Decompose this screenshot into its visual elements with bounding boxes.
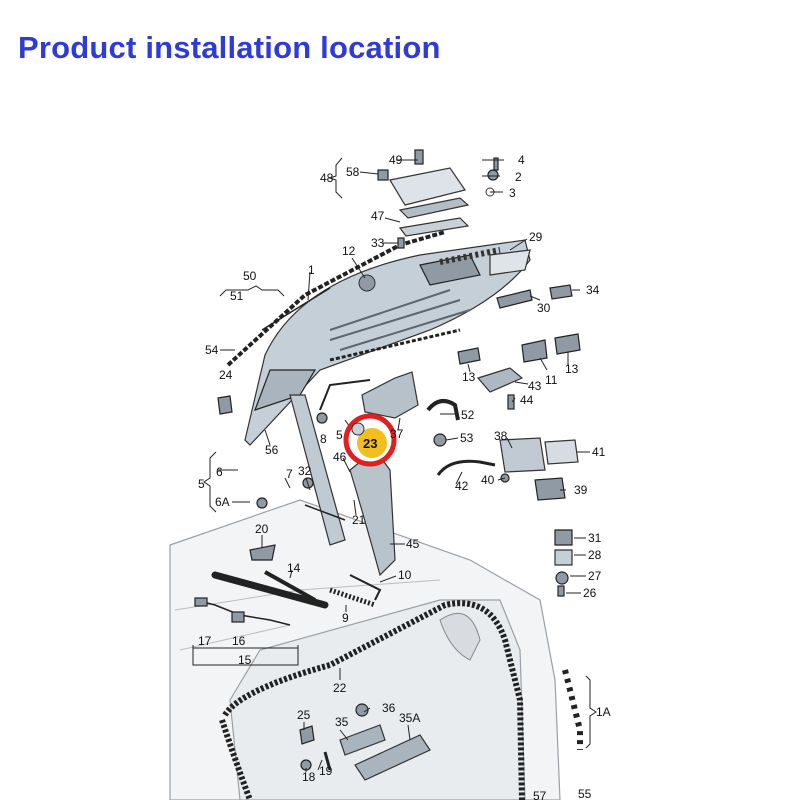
part-label: 36: [382, 701, 396, 715]
part-label: 2: [515, 170, 522, 184]
part-label: 1: [308, 263, 315, 277]
part-label: 38: [494, 429, 508, 443]
part-label: 35: [335, 715, 349, 729]
part-label: 13: [565, 362, 579, 376]
part-label: 53: [460, 431, 474, 445]
part-label: 50: [243, 269, 257, 283]
part-label: 16: [232, 634, 246, 648]
part-label: 35A: [399, 711, 420, 725]
part-label: 25: [297, 708, 311, 722]
part-label: 30: [537, 301, 551, 315]
trunk-lid: [226, 230, 531, 446]
part-label: 58: [346, 165, 360, 179]
part-label: 32: [298, 464, 312, 478]
part-label: 9: [342, 611, 349, 625]
part-label: 33: [371, 236, 385, 250]
part-label: 4: [518, 153, 525, 167]
part-label: 19: [319, 764, 333, 778]
misc-parts: [194, 284, 583, 781]
page-title: Product installation location: [18, 30, 441, 65]
part-label: 24: [219, 368, 233, 382]
part-label: 52: [461, 408, 475, 422]
part-label: 17: [198, 634, 212, 648]
part-label: 6A: [215, 495, 230, 509]
part-label: 37: [390, 427, 404, 441]
part-label: 49: [389, 153, 403, 167]
part-label: 27: [588, 569, 602, 583]
car-body: [169, 499, 561, 800]
part-labels: 49 4 58 48 2 3 47 33 29 12 50 1 51 34 30…: [198, 153, 611, 800]
part-label: 31: [588, 531, 602, 545]
part-label: 39: [574, 483, 588, 497]
part-label: 12: [342, 244, 356, 258]
part-label: 7: [286, 467, 293, 481]
highlight-label: 23: [363, 436, 377, 451]
part-label: 6: [216, 465, 223, 479]
part-label: 54: [205, 343, 219, 357]
plate-light-assembly: [377, 149, 499, 249]
part-label: 15: [238, 653, 252, 667]
part-label: 44: [520, 393, 534, 407]
part-label: 41: [592, 445, 606, 459]
part-label: 8: [320, 432, 327, 446]
part-label: 22: [333, 681, 347, 695]
highlight-dot: [357, 428, 387, 458]
part-label: 3: [509, 186, 516, 200]
part-label: 21: [352, 513, 366, 527]
part-label: 48: [320, 171, 334, 185]
part-label: 56: [265, 443, 279, 457]
part-label: 46: [333, 450, 347, 464]
part-label: 57: [533, 789, 547, 800]
leader-lines: [192, 157, 597, 772]
part-label: 29: [529, 230, 543, 244]
part-label: 43: [528, 379, 542, 393]
part-label: 26: [583, 586, 597, 600]
part-label: 55: [578, 787, 592, 800]
part-label: 20: [255, 522, 269, 536]
part-label: 5: [336, 428, 343, 442]
part-label: 14: [287, 561, 301, 575]
part-label: 10: [398, 568, 412, 582]
part-label: 13: [462, 370, 476, 384]
part-label: 45: [406, 537, 420, 551]
part-label: 28: [588, 548, 602, 562]
highlight-callout: 23: [343, 413, 397, 467]
part-label: 5: [198, 477, 205, 491]
part-label: 51: [230, 289, 244, 303]
part-label: 1A: [596, 705, 611, 719]
part-label: 47: [371, 209, 385, 223]
part-label: 18: [302, 770, 316, 784]
part-label: 40: [481, 473, 495, 487]
part-label: 34: [586, 283, 600, 297]
part-label: 11: [545, 373, 558, 387]
part-label: 42: [455, 479, 469, 493]
